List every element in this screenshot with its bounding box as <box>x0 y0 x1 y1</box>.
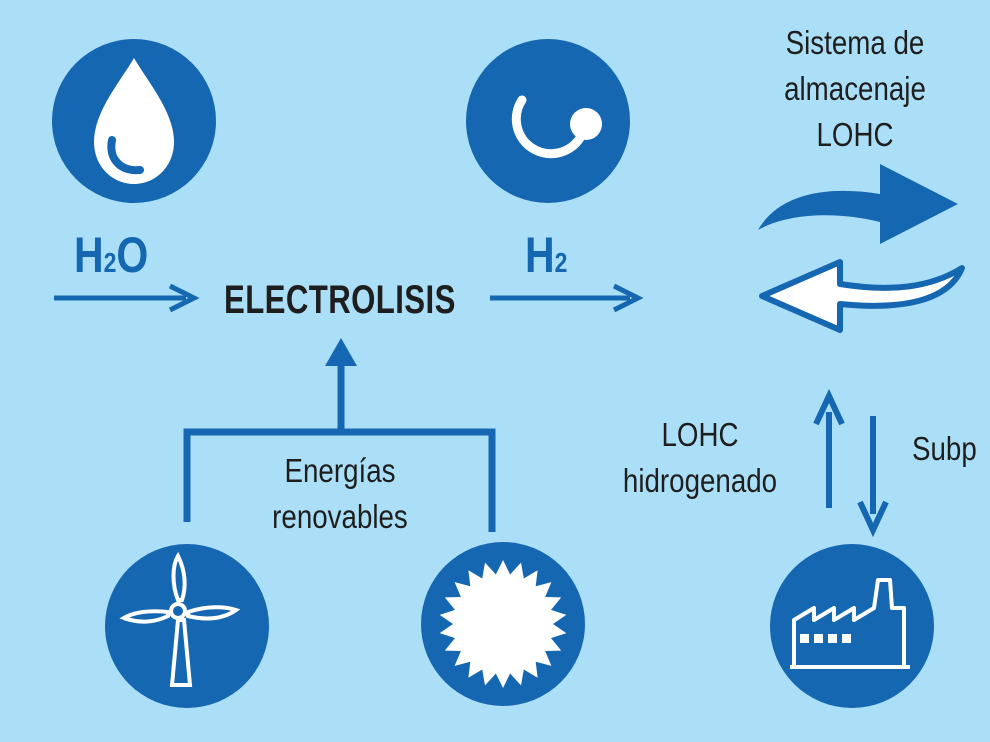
water-formula-label: H2O <box>74 227 149 283</box>
water-input-arrow <box>54 283 200 313</box>
hydrogen-formula-label: H2 <box>525 227 568 283</box>
hydrogenated-lohc-label: LOHC hidrogenado <box>622 416 778 499</box>
storage-return-arrow <box>759 259 965 333</box>
factory-icon <box>770 544 934 708</box>
storage-system-label: Sistema de almacenaje LOHC <box>784 24 926 153</box>
renewables-bracket <box>183 338 496 532</box>
storage-forward-arrow <box>758 164 958 244</box>
water-drop-icon <box>52 39 216 203</box>
sun-icon <box>421 542 585 706</box>
renewable-energies-label: Energías renovables <box>272 452 408 535</box>
electrolysis-label: ELECTROLISIS <box>224 278 456 322</box>
hydrogen-atom-icon <box>466 39 630 203</box>
wind-turbine-icon <box>105 544 269 708</box>
hydrogenated-lohc-up-arrow <box>813 388 845 508</box>
byproduct-down-arrow <box>857 416 889 538</box>
hydrogen-output-arrow <box>490 283 644 313</box>
byproduct-label: Subp <box>912 430 977 467</box>
